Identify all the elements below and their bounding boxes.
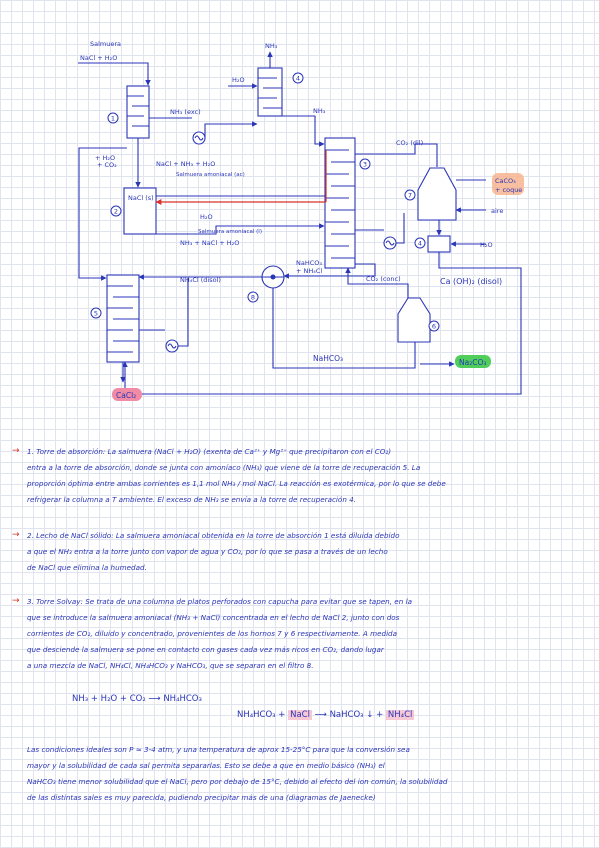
unit-num-7: 7: [408, 192, 412, 200]
note-p2-line3: de NaCl que elimina la humedad.: [27, 563, 147, 572]
label-cacl2: CaCl₂: [116, 391, 136, 400]
unit-num-2: 2: [114, 208, 118, 216]
nacl-bed-2: [123, 187, 157, 235]
label-nahco3-bot: NaHCO₃: [313, 354, 343, 363]
label-brine-mix: NaCl + NH₃ + H₂O: [156, 160, 215, 168]
eq2-part-a: NH₄HCO₃ +: [237, 710, 289, 720]
label-na2co3: Na₂CO₃: [459, 358, 486, 367]
note-p4-line1: Las condiciones ideales son P ≈ 3-4 atm,…: [27, 745, 410, 754]
note-p4-line2: mayor y la solubilidad de cada sal permi…: [27, 761, 385, 770]
label-feed: NaCl + H₂O: [80, 54, 117, 62]
eq2-nacl: NaCl: [288, 710, 312, 720]
arrow-bullet-3: →: [12, 596, 20, 606]
label-caoh2: Ca (OH)₂ (disol): [440, 277, 502, 286]
label-coque: + coque: [495, 186, 522, 194]
unit-num-4: 4: [296, 75, 300, 83]
label-nh4cl: NH₄Cl (disol): [180, 276, 221, 284]
label-h2o-bed: H₂O: [200, 213, 213, 221]
label-nh3-top: NH₃: [265, 42, 278, 50]
label-co2-conc: CO₂ (conc): [366, 275, 401, 283]
label-nh3-mid: NH₃: [313, 107, 326, 115]
label-salmuera: Salmuera: [90, 40, 121, 48]
note-p2-line2: a que el NH₃ entra a la torre junto con …: [27, 547, 388, 556]
arrow-bullet-2: →: [12, 530, 20, 540]
note-p1-line4: refrigerar la columna a T ambiente. El e…: [27, 495, 357, 504]
caco3-highlight: [492, 173, 524, 195]
label-co2-dil: CO₂ (dil): [396, 139, 423, 147]
note-p2-line1: 2. Lecho de NaCl sólido: La salmuera amo…: [27, 531, 400, 540]
note-p1-line2: entra a la torre de absorción, donde se …: [27, 463, 421, 472]
label-salmuera-ac: Salmuera amoniacal (ac): [176, 172, 245, 178]
eq2-nh4cl: NH₄Cl: [385, 710, 415, 720]
note-p3-line5: a una mezcla de NaCl, NH₄Cl, NH₄HCO₃ y N…: [27, 661, 314, 670]
note-p4-line4: de las distintas sales es muy parecida, …: [27, 793, 376, 802]
slaker-box: [427, 235, 451, 253]
note-p4-line3: NaHCO₃ tiene menor solubilidad que el Na…: [27, 777, 448, 786]
equation-2: NH₄HCO₃ + NaCl ⟶ NaHCO₃ ↓ + NH₄Cl: [237, 710, 415, 720]
arrow-bullet-1: →: [12, 446, 20, 456]
label-h2o-co2: + H₂O: [95, 154, 115, 162]
label-nahco3-top: NaHCO₃: [296, 259, 322, 267]
label-salmuera-l: Salmuera amoniacal (l): [198, 229, 262, 235]
solvay-tower-3: [324, 137, 356, 269]
cacl2-highlight: [112, 388, 142, 401]
label-nh3-exc: NH₃ (exc): [170, 108, 201, 116]
unit-num-3: 3: [363, 161, 367, 169]
unit-num-4b: 4: [418, 240, 422, 248]
unit-num-6: 6: [432, 323, 436, 331]
equation-1: NH₃ + H₂O + CO₂ ⟶ NH₄HCO₃: [72, 694, 202, 704]
label-mix-out: NH₃ + NaCl + H₂O: [180, 239, 239, 247]
unit-num-1: 1: [111, 115, 115, 123]
label-nacl-s: NaCl (s): [128, 194, 154, 202]
note-p1-line1: 1. Torre de absorción: La salmuera (NaCl…: [27, 447, 392, 456]
note-p3-line2: que se introduce la salmuera amoniacal (…: [27, 613, 400, 622]
label-h2o-4: H₂O: [480, 241, 493, 249]
calciner-6: [397, 297, 431, 343]
red-recycle-stream: [156, 196, 326, 202]
eq2-part-b: ⟶ NaHCO₃ ↓ +: [311, 710, 386, 720]
process-flow-diagram: Salmuera NaCl + H₂O NH₃ H₂O NH₃ NH₃ (exc…: [78, 40, 524, 401]
unit-num-8: 8: [251, 294, 255, 302]
note-p3-line4: que desciende la salmuera se pone en con…: [27, 645, 384, 654]
label-h2o-tower4: H₂O: [232, 76, 245, 84]
label-nh4cl-top: + NH₄Cl: [296, 267, 322, 275]
note-p3-line3: corrientes de CO₂, diluido y concentrado…: [27, 629, 398, 638]
label-co2: + CO₂: [97, 161, 117, 169]
note-p3-line1: 3. Torre Solvay: Se trata de una columna…: [27, 597, 412, 606]
label-aire: aire: [491, 207, 503, 215]
recovery-tower-4: [257, 67, 283, 117]
na2co3-highlight: [455, 355, 491, 368]
note-p1-line3: proporción óptima entre ambas corrientes…: [27, 479, 446, 488]
absorption-tower-1: [126, 85, 150, 139]
unit-num-5: 5: [94, 310, 98, 318]
label-caco3: CaCO₃: [495, 177, 516, 185]
lime-kiln-7: [417, 167, 457, 221]
